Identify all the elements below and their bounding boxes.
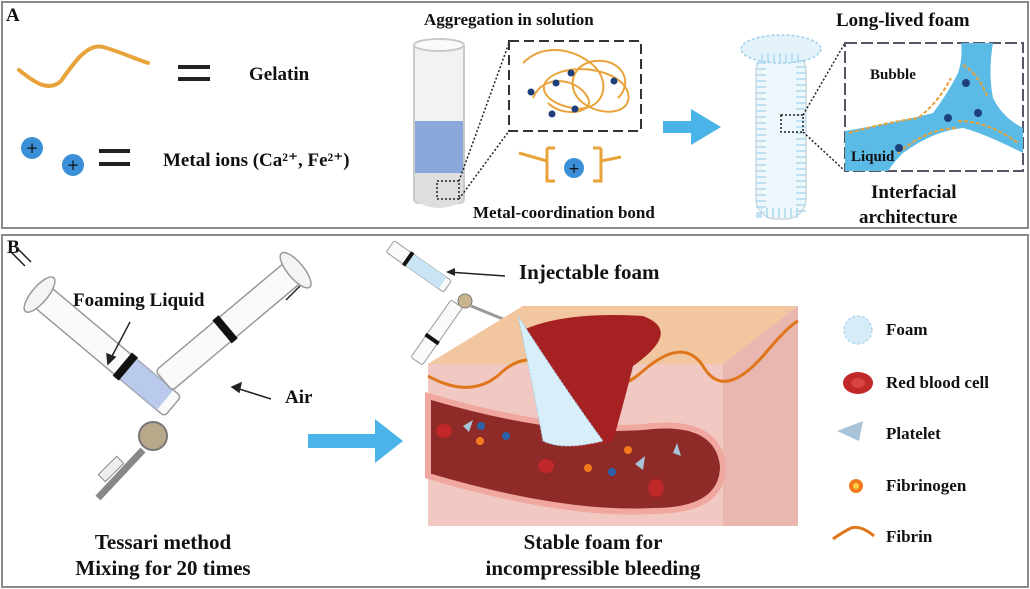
injection-syringe-icon xyxy=(386,240,516,365)
panel-b: B xyxy=(1,234,1029,588)
air-label: Air xyxy=(285,387,313,408)
platelet-icon xyxy=(463,420,681,470)
panel-b-graphics xyxy=(8,240,875,541)
test-tube-solution-icon xyxy=(413,38,465,208)
arrow-right-icon xyxy=(308,419,403,463)
legend-item-red-blood-cell: Red blood cell xyxy=(886,373,989,392)
incompressible-bleeding-label: incompressible bleeding xyxy=(485,556,701,580)
arrow-right-icon xyxy=(663,109,721,145)
foaming-liquid-label: Foaming Liquid xyxy=(73,290,205,311)
metal-ions-label: Metal ions (Ca²⁺, Fe²⁺) xyxy=(163,150,350,171)
equals-sign-icon xyxy=(99,149,130,166)
red-blood-cell-icon xyxy=(843,372,873,394)
aggregation-inset xyxy=(508,40,642,132)
interfacial-label: Interfacial xyxy=(871,182,957,203)
legend-item-foam: Foam xyxy=(886,320,928,339)
platelet-icon xyxy=(837,421,863,441)
metal-ion-icon: + + xyxy=(21,137,84,176)
panel-a-label: A xyxy=(6,5,20,26)
syringe-left-icon xyxy=(23,276,181,416)
fibrin-icon xyxy=(832,525,875,541)
panel-b-label: B xyxy=(7,237,20,258)
tessari-method-label: Tessari method xyxy=(94,530,232,554)
mixing-times-label: Mixing for 20 times xyxy=(75,556,251,580)
foam-injected xyxy=(517,315,604,447)
foam-title: Long-lived foam xyxy=(836,10,970,31)
pointer-arrow xyxy=(235,387,272,400)
pointer-arrow xyxy=(109,321,131,361)
fibrinogen-icon xyxy=(849,479,863,493)
bubble-label: Bubble xyxy=(870,67,916,83)
foam-tube-icon xyxy=(740,34,822,220)
metal-ion-icon xyxy=(477,422,616,476)
svg-text:+: + xyxy=(67,156,80,174)
coordination-bond-icon xyxy=(518,146,622,183)
foam-icon xyxy=(843,315,873,345)
interfacial-inset xyxy=(844,42,1024,172)
injectable-foam-label: Injectable foam xyxy=(519,260,660,284)
bond-caption: Metal-coordination bond xyxy=(473,203,655,222)
gelatin-label: Gelatin xyxy=(249,64,310,85)
gelatin-strand-icon xyxy=(17,44,150,88)
svg-text:+: + xyxy=(568,161,580,177)
equals-sign-icon xyxy=(178,65,210,81)
fibrin-layer xyxy=(427,319,799,392)
aggregation-title: Aggregation in solution xyxy=(424,10,594,29)
tissue-block xyxy=(425,306,799,526)
syringe-right-icon xyxy=(156,251,312,390)
architecture-label: architecture xyxy=(859,207,958,228)
legend-item-fibrin: Fibrin xyxy=(886,527,933,546)
three-way-stopcock-icon xyxy=(95,421,168,501)
stable-foam-label: Stable foam for xyxy=(523,530,663,554)
panel-a: A + + xyxy=(1,1,1029,229)
legend-item-fibrinogen: Fibrinogen xyxy=(886,476,967,495)
fibrinogen-icon xyxy=(476,437,632,472)
liquid-label: Liquid xyxy=(851,149,895,165)
svg-text:+: + xyxy=(26,139,39,157)
red-blood-cell-icon xyxy=(436,424,664,497)
legend-item-platelet: Platelet xyxy=(886,424,941,443)
panel-a-graphics: + + + xyxy=(17,34,1024,220)
